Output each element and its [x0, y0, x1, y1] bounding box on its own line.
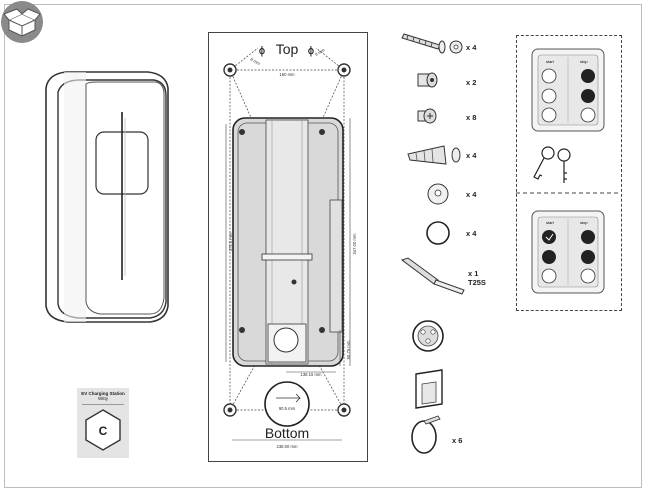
qty-bolt: x 2	[466, 78, 476, 87]
cable-gland-icon	[412, 320, 444, 352]
qty-screw: x 4	[466, 43, 477, 52]
cap-icon	[426, 221, 450, 245]
washer-icon	[427, 183, 449, 205]
panel-a-stop-label: stop	[580, 59, 588, 64]
qty-cap: x 4	[466, 229, 477, 238]
product-label-card: EV Charging Station Witty C	[77, 388, 129, 458]
screw-icon	[401, 33, 463, 54]
wall-plug-icon	[407, 145, 461, 165]
bottom-label: Bottom	[265, 425, 309, 441]
dim-bottom-width: 238.00 mm	[277, 444, 298, 449]
label-t25s: T25S	[468, 278, 486, 287]
keys-icon	[533, 146, 571, 183]
hexagon-c-icon: C	[85, 409, 121, 451]
label-symbol: C	[99, 424, 108, 438]
panel-b: start stop	[531, 210, 605, 294]
package-icon	[1, 1, 43, 43]
qty-wall-plug: x 4	[466, 151, 477, 160]
control-panels: start stop start stop	[516, 48, 620, 294]
drilling-template	[208, 32, 368, 462]
phi-left: ϕ	[259, 45, 265, 57]
torx-key-icon	[400, 257, 465, 295]
qty-cable-tie: x 6	[452, 436, 462, 445]
dim-screw-left: 8 mm	[250, 57, 262, 67]
dim-inner-width: 138.15 mm	[301, 372, 322, 377]
charger-illustration	[45, 71, 169, 323]
bolt-icon	[417, 72, 438, 88]
label-title: EV Charging Station	[81, 391, 125, 396]
panel-a: start stop	[531, 48, 605, 132]
panel-b-stop-label: stop	[580, 220, 588, 225]
panel-b-start-label: start	[546, 220, 555, 225]
torx-screw-icon	[417, 108, 437, 124]
dim-right-height: 347.00 mm	[352, 233, 357, 254]
label-subtitle: Witty	[98, 396, 108, 401]
page-frame	[4, 4, 642, 488]
mounting-holes	[223, 63, 351, 417]
dim-top-width: 160 mm	[279, 72, 295, 77]
bracket-icon	[415, 369, 443, 409]
qty-torx-key: x 1	[468, 269, 478, 278]
parts-list: x 4 x 2 x 8 x 4 x 4	[400, 33, 486, 454]
dim-left-height: 372.5 mm	[228, 232, 233, 251]
qty-washer: x 4	[466, 190, 477, 199]
top-label: Top	[276, 41, 299, 57]
dim-bottom-offset: 50.75 mm	[346, 340, 351, 359]
panel-a-start-label: start	[546, 59, 555, 64]
dim-circle-diameter: 90.5 mm	[279, 406, 296, 411]
cable-entry-circle	[264, 381, 310, 427]
phi-right: ϕ	[308, 45, 314, 57]
dim-screw-right: 8 mm	[314, 47, 326, 57]
qty-torx-screw: x 8	[466, 113, 476, 122]
cable-tie-icon	[411, 415, 441, 454]
control-panels-box	[516, 35, 622, 311]
